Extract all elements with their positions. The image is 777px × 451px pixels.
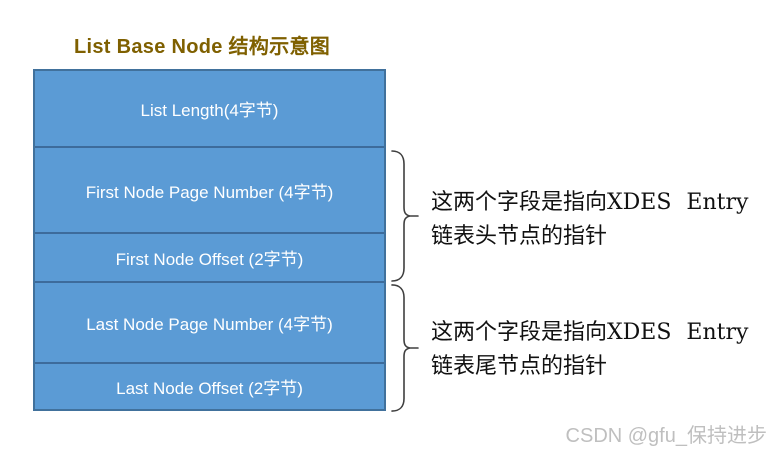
- field-first-node-page-number: First Node Page Number (4字节): [35, 146, 384, 232]
- field-last-node-offset: Last Node Offset (2字节): [35, 362, 384, 409]
- annotation-line: 这两个字段是指向XDES Entry: [431, 320, 749, 345]
- field-first-node-offset: First Node Offset (2字节): [35, 232, 384, 281]
- field-list-length: List Length(4字节): [35, 71, 384, 146]
- list-base-node-box: List Length(4字节) First Node Page Number …: [33, 69, 386, 411]
- annotation-first-pointer: 这两个字段是指向XDES Entry 链表头节点的指针: [431, 186, 771, 254]
- curly-brace-first-pointer: [389, 149, 419, 283]
- annotation-line: 链表头节点的指针: [431, 224, 608, 249]
- field-label: Last Node Offset (2字节): [116, 379, 303, 398]
- field-label: First Node Offset (2字节): [115, 250, 304, 269]
- field-label: First Node Page Number (4字节): [85, 182, 334, 202]
- diagram-title: List Base Node 结构示意图: [74, 36, 331, 58]
- annotation-line: 链表尾节点的指针: [431, 354, 608, 379]
- annotation-last-pointer: 这两个字段是指向XDES Entry 链表尾节点的指针: [431, 316, 771, 384]
- annotation-line: 这两个字段是指向XDES Entry: [431, 190, 749, 215]
- csdn-watermark: CSDN @gfu_保持进步: [565, 425, 767, 447]
- field-label: Last Node Page Number (4字节): [86, 315, 333, 334]
- field-last-node-page-number: Last Node Page Number (4字节): [35, 281, 384, 362]
- field-label: List Length(4字节): [140, 101, 279, 120]
- curly-brace-last-pointer: [389, 283, 419, 413]
